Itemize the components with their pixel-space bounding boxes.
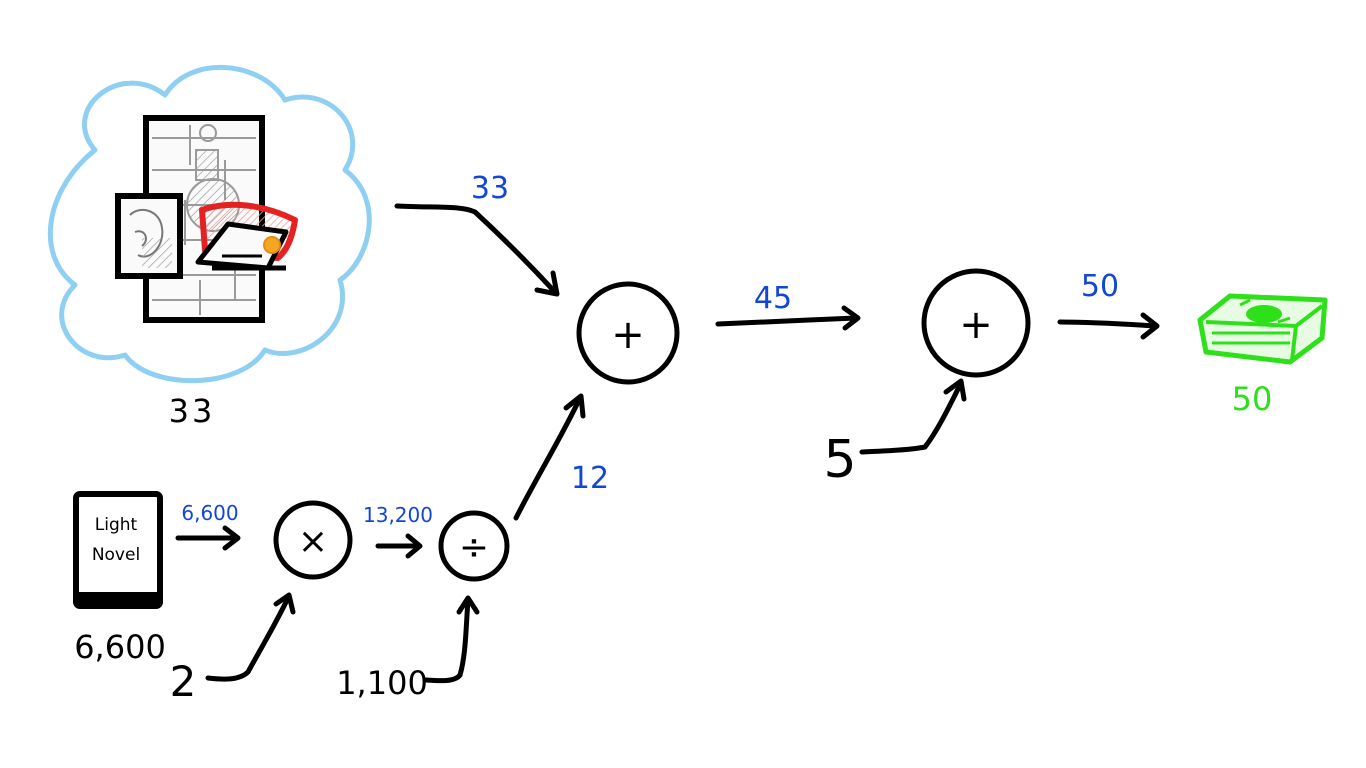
arrow-add-to-add <box>715 305 861 331</box>
book-icon <box>73 491 163 609</box>
flow-label-book-to-multiply: 6,600 <box>181 501 238 525</box>
arrow-divisor-to-divide <box>423 595 480 684</box>
add-operator-second: + <box>921 268 1031 378</box>
multiply-operator: × <box>273 500 353 580</box>
divide-symbol: ÷ <box>459 527 489 568</box>
artwork-thumbnails-icon <box>115 115 298 323</box>
multiplier-value: 2 <box>170 657 197 706</box>
add-symbol-second: + <box>959 302 993 348</box>
book-value: 6,600 <box>74 628 166 666</box>
flow-label-add-to-result: 50 <box>1081 269 1119 304</box>
divisor-value: 1,100 <box>336 664 428 702</box>
arrow-divide-to-add <box>513 393 586 521</box>
result-value: 50 <box>1232 380 1273 418</box>
arrow-book-to-multiply <box>175 525 241 551</box>
arrow-add-to-result <box>1057 312 1160 340</box>
flow-label-cloud-to-add: 33 <box>471 171 509 206</box>
money-stack-icon <box>1197 293 1328 365</box>
divide-operator: ÷ <box>438 510 510 582</box>
cloud-icon <box>47 64 372 384</box>
multiply-symbol: × <box>298 521 328 562</box>
arrow-addend-to-add <box>859 378 967 455</box>
addend-value: 5 <box>823 430 856 490</box>
add-operator-first: + <box>576 281 680 385</box>
cloud-value: 33 <box>169 392 216 430</box>
book-title-line1: Light <box>95 515 138 535</box>
arrow-cloud-to-add <box>394 203 560 297</box>
add-symbol-first: + <box>611 312 645 358</box>
arrow-multiplier-to-multiply <box>205 592 296 682</box>
book-title-line2: Novel <box>92 545 140 565</box>
flow-label-divide-to-add: 12 <box>571 461 609 496</box>
flow-label-add-to-add: 45 <box>754 281 792 316</box>
flow-label-multiply-to-divide: 13,200 <box>363 503 433 527</box>
arrow-multiply-to-divide <box>375 533 423 559</box>
